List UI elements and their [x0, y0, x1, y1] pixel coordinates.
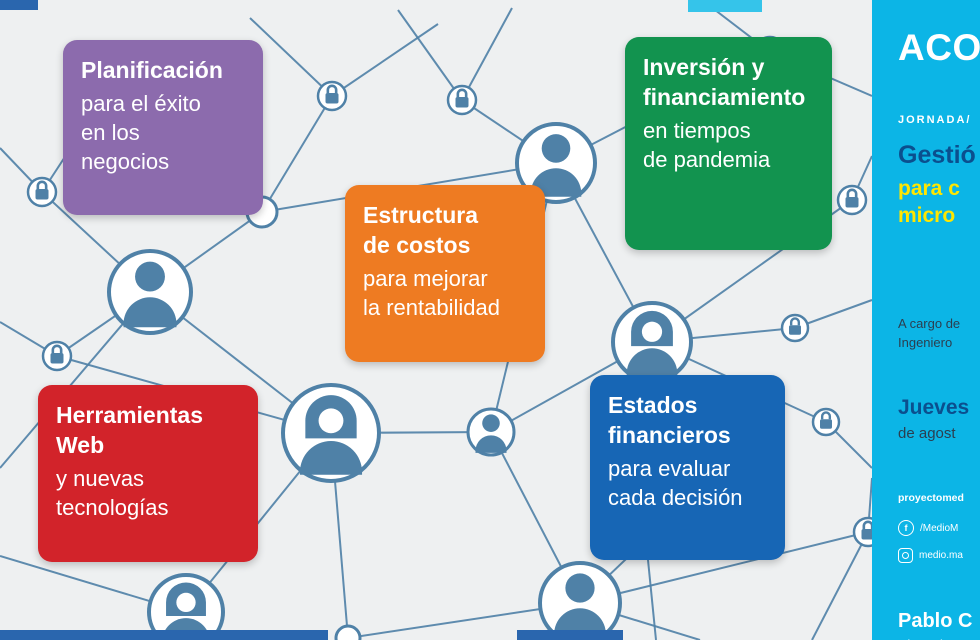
lock-node: [852, 516, 872, 548]
card-title: Herramientas Web: [56, 402, 204, 458]
instagram-handle: medio.ma: [919, 550, 963, 561]
lock-node: [41, 340, 73, 372]
facebook-handle: /MedioM: [920, 522, 959, 534]
bottom-accent-bar: [517, 630, 623, 640]
brand-text: ACO: [898, 27, 980, 68]
card-title: Planificación: [81, 57, 223, 83]
instagram-icon: [898, 548, 913, 563]
person-role-text: Diputado: [898, 637, 980, 640]
person-node: [515, 122, 597, 204]
person-name-text: Pablo C: [898, 610, 973, 632]
card-body: y nuevas tecnologías: [56, 465, 169, 520]
top-left-accent-bar: [0, 0, 38, 10]
person-node: [538, 561, 622, 640]
card-inversion-financiamiento: Inversión y financiamiento en tiempos de…: [625, 37, 832, 250]
person-female-node: [611, 301, 693, 383]
facebook-icon: f: [898, 520, 914, 536]
headline-text: Gestió: [898, 141, 976, 169]
date-day-text: Jueves: [898, 396, 970, 419]
card-planificacion: Planificación para el éxito en los negoc…: [63, 40, 263, 215]
card-body: para mejorar la rentabilidad: [363, 265, 500, 320]
card-body: en tiempos de pandemia: [643, 117, 771, 172]
junction-node: [334, 624, 362, 640]
person-female-node: [281, 383, 381, 483]
card-title: Estructura de costos: [363, 202, 479, 258]
network-diagram: [0, 0, 872, 640]
subline-text: micro: [898, 204, 956, 227]
lock-node: [26, 176, 58, 208]
lock-node: [780, 313, 810, 343]
kicker-text: JORNADA/: [898, 114, 972, 126]
bottom-accent-bar: [0, 630, 328, 640]
card-estados-financieros: Estados financieros para evaluar cada de…: [590, 375, 785, 560]
lock-node: [446, 84, 478, 116]
card-body: para el éxito en los negocios: [81, 90, 201, 174]
lock-node: [811, 407, 841, 437]
person-node: [466, 407, 516, 457]
facebook-row: f /MedioM: [898, 520, 980, 536]
top-cyan-accent-bar: [688, 0, 762, 12]
website-text: proyectomed: [898, 492, 964, 504]
date-rest-text: de agost: [898, 425, 956, 442]
person-node: [107, 249, 193, 335]
subline-text: para c: [898, 177, 960, 200]
lock-node: [316, 80, 348, 112]
speaker-text: A cargo de: [898, 316, 961, 331]
sidebar: ACO JORNADA/ Gestió para c micro A cargo…: [872, 0, 980, 640]
instagram-row: medio.ma: [898, 548, 980, 563]
card-estructura-de-costos: Estructura de costos para mejorar la ren…: [345, 185, 545, 362]
lock-node: [836, 184, 868, 216]
card-body: para evaluar cada decisión: [608, 455, 743, 510]
person-female-node: [147, 573, 225, 640]
speaker-text: Ingeniero: [898, 335, 953, 350]
card-herramientas-web: Herramientas Web y nuevas tecnologías: [38, 385, 258, 562]
card-title: Estados financieros: [608, 392, 731, 448]
card-title: Inversión y financiamiento: [643, 54, 806, 110]
